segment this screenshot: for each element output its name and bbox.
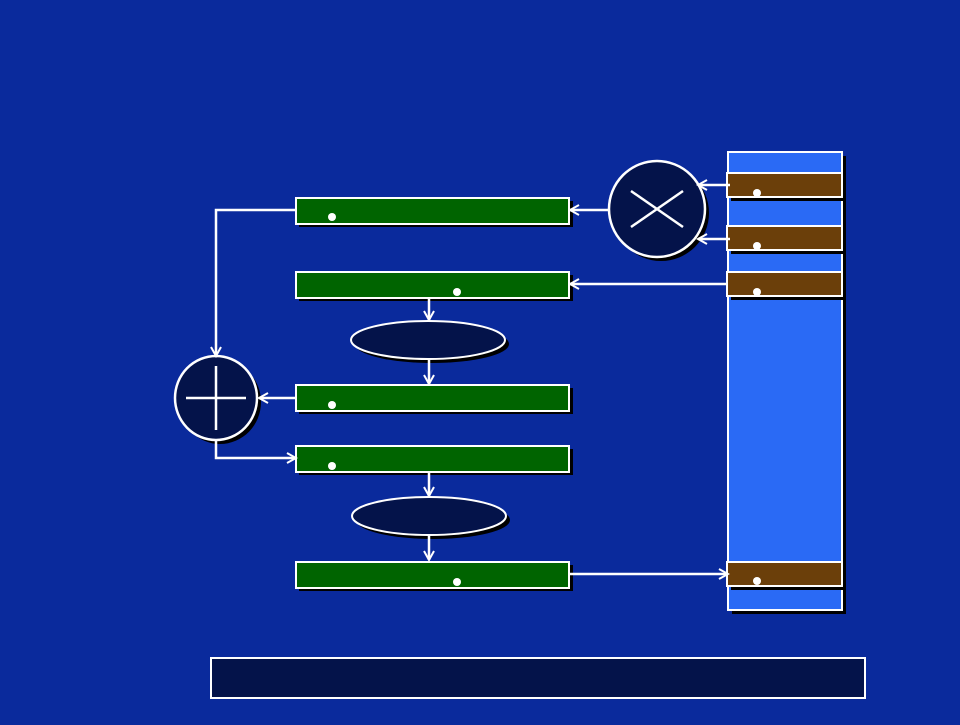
memory-word-1 (726, 172, 845, 201)
add-operator (173, 354, 261, 444)
memory-word-4 (726, 561, 845, 590)
memory-word-2 (726, 225, 845, 254)
arrow-add-to-register4 (214, 440, 296, 458)
register-2 (295, 271, 573, 301)
register-1 (295, 197, 573, 227)
register-3 (295, 384, 573, 414)
caption-box (210, 657, 866, 699)
ellipse-operator-1 (350, 320, 509, 363)
connectors (216, 185, 730, 574)
multiply-icon (630, 189, 684, 229)
memory-word-3 (726, 271, 845, 300)
memory-column (726, 151, 846, 614)
register-4 (295, 445, 573, 475)
register-5 (295, 561, 573, 591)
memory-block (727, 151, 843, 611)
ellipse-operator-2 (351, 496, 510, 539)
arrow-register1-to-add (216, 208, 296, 356)
multiply-operator (607, 159, 709, 261)
plus-icon (186, 366, 246, 430)
